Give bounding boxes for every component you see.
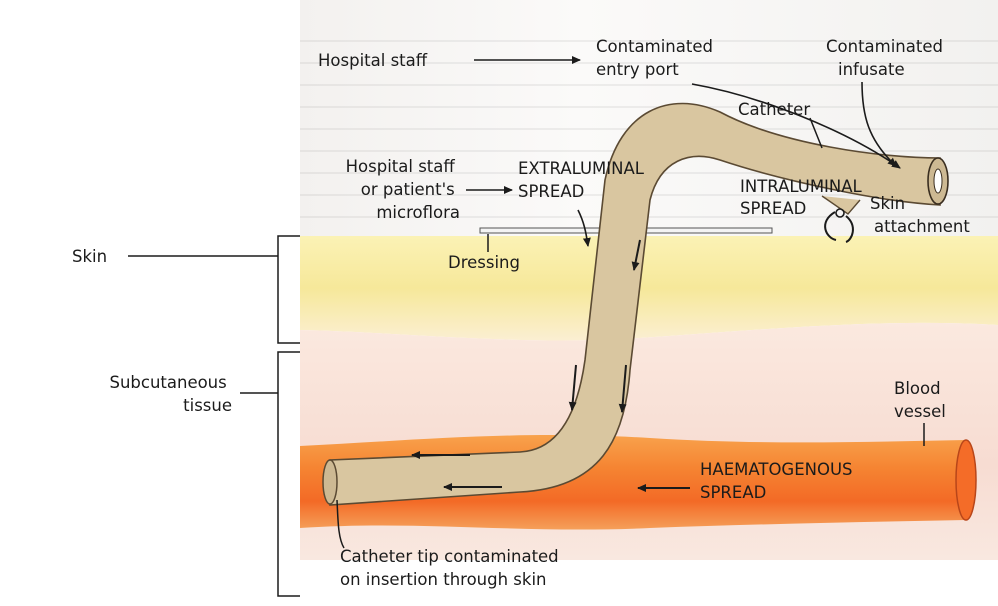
label-hospital-staff: Hospital staff <box>318 51 428 70</box>
label-contaminated-infusate: Contaminated infusate <box>826 37 948 79</box>
blood-vessel-opening <box>956 440 976 520</box>
catheter-tip-end <box>323 460 337 504</box>
label-contaminated-entry-port: Contaminated entry port <box>596 37 718 79</box>
label-dressing: Dressing <box>448 253 520 272</box>
label-catheter: Catheter <box>738 100 810 119</box>
label-hospital-staff-microflora: Hospital staff or patient's microflora <box>346 157 460 222</box>
label-skin: Skin <box>72 247 107 266</box>
bracket-subcutaneous <box>278 352 300 596</box>
bracket-skin <box>278 236 300 343</box>
skin-attachment <box>822 196 860 214</box>
suture-loop <box>836 209 844 217</box>
label-catheter-tip: Catheter tip contaminated on insertion t… <box>340 547 564 589</box>
catheter-lumen <box>934 169 942 193</box>
label-subcutaneous-tissue: Subcutaneous tissue <box>109 373 232 415</box>
